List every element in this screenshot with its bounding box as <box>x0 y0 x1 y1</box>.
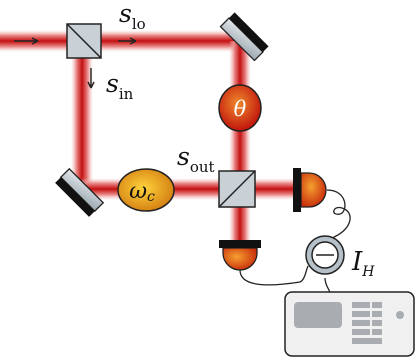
beam-splitter-input <box>66 23 102 59</box>
beam-arrows <box>14 37 137 89</box>
ih-label: IH <box>351 247 375 280</box>
phase-shifter: θ <box>218 84 262 132</box>
beam-vertical-left <box>71 41 93 190</box>
omega-label: ωc <box>129 179 155 205</box>
s-out-label: sout <box>177 142 215 176</box>
analyzer-button <box>352 338 382 344</box>
wire-bottom-detector <box>239 265 309 286</box>
arrow-input <box>14 37 39 45</box>
analyzer-button <box>352 329 370 335</box>
analyzer-button <box>372 302 382 308</box>
analyzer-button <box>352 302 370 308</box>
arrow-in <box>87 68 95 89</box>
analyzer-button <box>372 329 382 335</box>
analyzer-button <box>352 320 370 326</box>
theta-label: θ <box>234 97 247 121</box>
s-lo-label: slo <box>119 0 146 33</box>
analyzer-button <box>372 320 382 326</box>
s-in-label: sin <box>106 69 134 103</box>
beam-bottom-horizontal <box>82 178 300 200</box>
frequency-element: ωc <box>117 168 175 212</box>
wire-to-analyzer <box>324 277 331 294</box>
mirror-top-right <box>219 12 269 62</box>
beam-splitter-output <box>218 170 256 208</box>
arrow-lo <box>118 37 137 45</box>
mirror-bottom-left <box>55 167 105 217</box>
subtraction-unit <box>305 235 345 275</box>
analyzer-button <box>372 311 382 317</box>
analyzer-knob <box>396 311 404 319</box>
detector-right <box>293 168 327 212</box>
detector-bottom <box>219 240 261 271</box>
analyzer-button <box>352 311 370 317</box>
spectrum-analyzer <box>284 291 415 357</box>
analyzer-screen <box>294 302 342 328</box>
